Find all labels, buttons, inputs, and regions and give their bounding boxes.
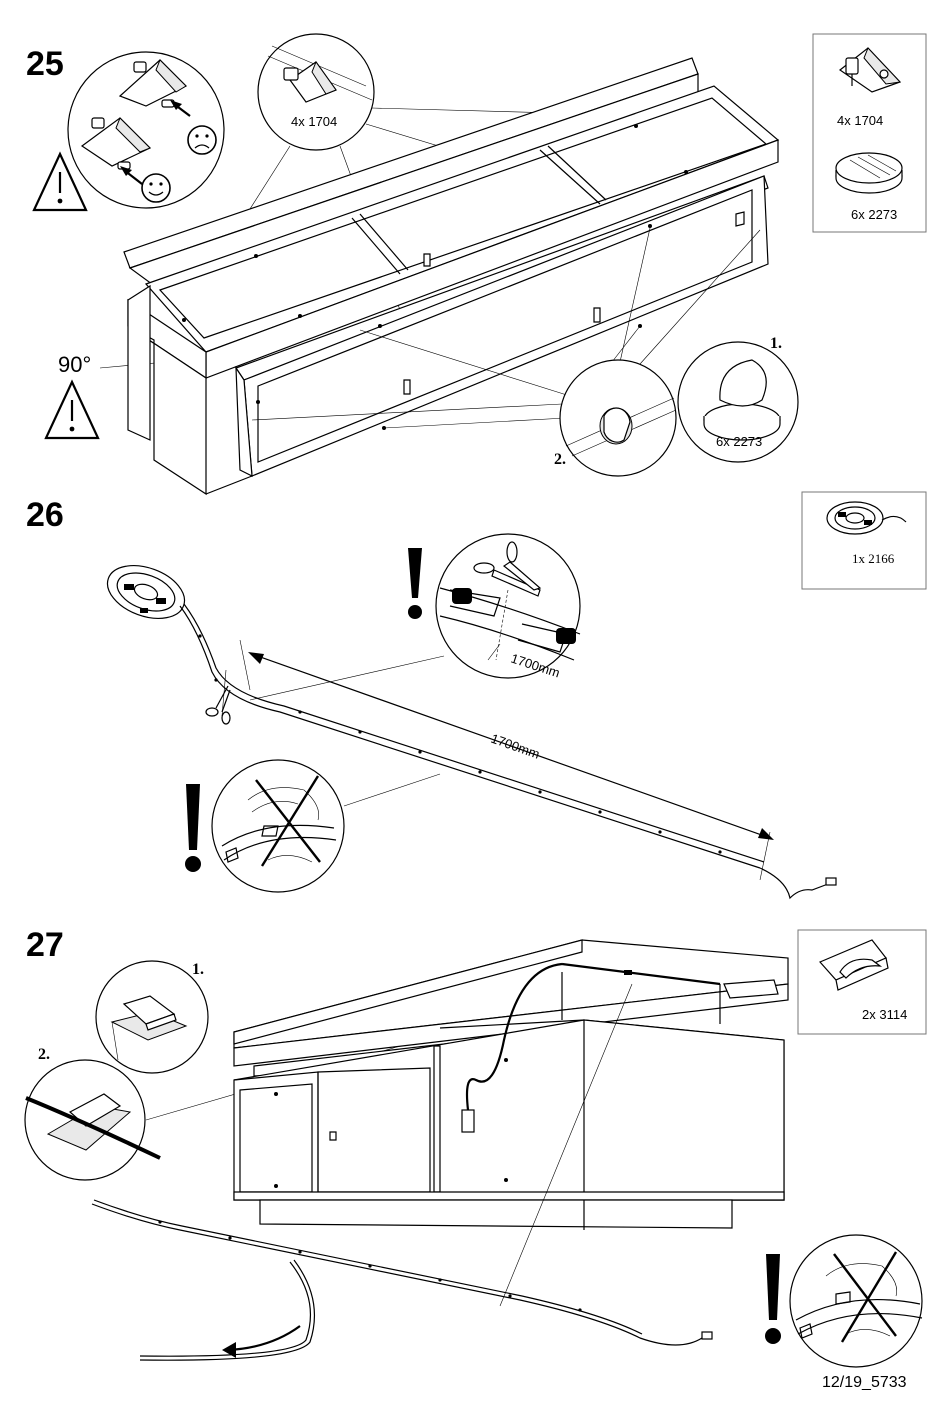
- led-strip-drawing: [179, 603, 837, 900]
- sequence-label: 2.: [38, 1046, 50, 1063]
- attention-icon: [765, 1254, 781, 1344]
- cut-detail-callout: 1700mm: [249, 533, 581, 701]
- cable-route-detail-callout: 2.: [24, 981, 621, 1181]
- felt-pad-detail-callout: 2. 6x 2273 1.: [251, 227, 799, 477]
- shelf-unit-drawing: [123, 57, 780, 496]
- happy-face-icon: [141, 173, 171, 203]
- warning-icon: [44, 379, 100, 440]
- cable-clip-icon: [818, 939, 889, 991]
- step-number: 26: [26, 496, 64, 534]
- do-not-bend-detail-callout: [789, 1234, 923, 1368]
- step-26: 26 1x 2166: [26, 491, 927, 900]
- part-quantity: 2x 3114: [862, 1007, 907, 1022]
- clip-attach-detail-callout: 1.: [95, 960, 209, 1074]
- sequence-label: 2.: [554, 451, 566, 468]
- orientation-detail-callout: [67, 51, 225, 209]
- scissors-icon: [205, 685, 231, 725]
- attention-icon: [408, 548, 422, 619]
- warning-icon: [32, 151, 88, 212]
- callout-quantity: 4x 1704: [291, 114, 337, 129]
- angle-label: 90°: [58, 352, 91, 377]
- led-strip-reel-drawing: [106, 565, 186, 619]
- step-number: 25: [26, 45, 64, 83]
- parts-box: 1x 2166: [801, 491, 927, 590]
- attention-icon: [185, 784, 201, 872]
- step-number: 27: [26, 926, 64, 964]
- bracket-detail-callout: 4x 1704: [181, 33, 741, 317]
- do-not-bend-detail-callout: [211, 759, 441, 893]
- part-quantity: 4x 1704: [837, 113, 883, 128]
- parts-box: 2x 3114: [797, 929, 927, 1035]
- corner-bracket-screw-icon: [838, 47, 902, 93]
- sad-face-icon: [187, 125, 217, 155]
- tv-unit-drawing: [233, 939, 789, 1230]
- led-strip-reel-icon: [826, 501, 907, 535]
- part-quantity: 6x 2273: [851, 207, 897, 222]
- document-code: 12/19_5733: [822, 1374, 907, 1391]
- led-strip-drawing: [91, 983, 713, 1361]
- felt-pad-icon: [835, 152, 903, 194]
- step-27: 27 2x 3114 1. 2.: [24, 926, 927, 1368]
- scissors-icon: [473, 541, 542, 597]
- part-quantity: 1x 2166: [852, 551, 895, 566]
- parts-box: 4x 1704 6x 2273: [812, 33, 927, 233]
- cut-length-label: 1700mm: [489, 731, 542, 762]
- sequence-label: 1.: [770, 335, 782, 352]
- sequence-label: 1.: [192, 961, 204, 978]
- callout-quantity: 6x 2273: [716, 434, 762, 449]
- step-25: 25 4x 1704 6x 2273: [26, 33, 927, 496]
